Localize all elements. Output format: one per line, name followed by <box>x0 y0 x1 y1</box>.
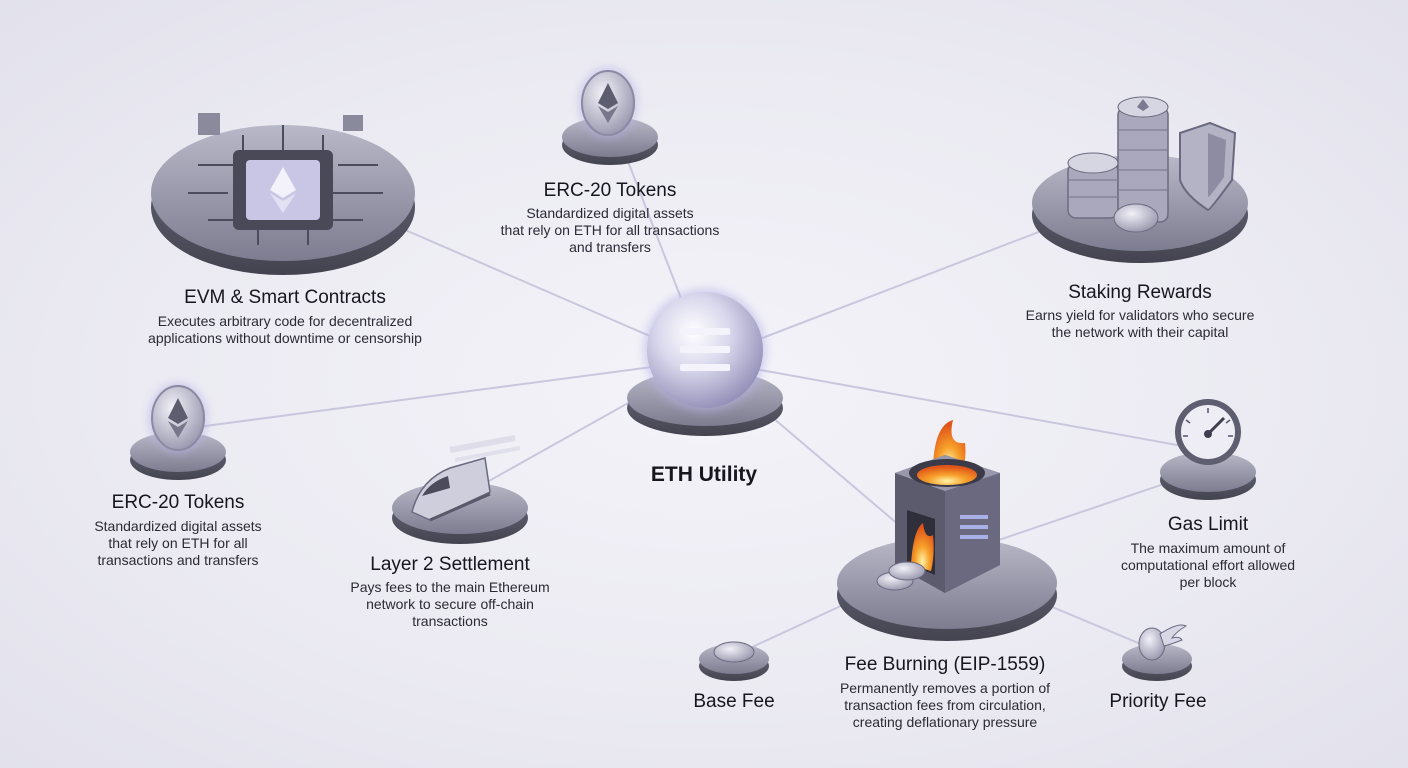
gas-desc: The maximum amount of computational effo… <box>1120 540 1296 590</box>
eth-coin-icon <box>562 67 658 165</box>
eth-orb-icon <box>627 288 783 436</box>
erc20-top-title: ERC-20 Tokens <box>543 180 677 201</box>
staking-title: Staking Rewards <box>1068 282 1212 303</box>
gauge-icon <box>1160 399 1256 500</box>
burn-title: Fee Burning (EIP-1559) <box>844 654 1046 675</box>
center-title: ETH Utility <box>650 463 758 486</box>
coin-stack-shield-icon <box>1032 96 1248 263</box>
layer2-title: Layer 2 Settlement <box>370 554 530 575</box>
burn-desc: Permanently removes a portion of transac… <box>839 680 1051 730</box>
priority-fee-title: Priority Fee <box>1109 691 1207 712</box>
furnace-fire-icon <box>837 420 1057 641</box>
staking-desc: Earns yield for validators who secure th… <box>1025 307 1255 340</box>
gas-title: Gas Limit <box>1167 514 1249 535</box>
erc20-left-desc: Standardized digital assets that rely on… <box>94 518 262 568</box>
base-fee-title: Base Fee <box>693 691 775 712</box>
erc20-top-desc: Standardized digital assets that rely on… <box>500 205 720 255</box>
evm-desc: Executes arbitrary code for decentralize… <box>148 313 422 346</box>
erc20-left-title: ERC-20 Tokens <box>111 492 245 513</box>
evm-title: EVM & Smart Contracts <box>184 287 386 308</box>
plain-coin-icon <box>699 641 769 681</box>
wing-coin-icon <box>1122 624 1192 681</box>
chip-icon <box>151 113 415 275</box>
train-icon <box>392 435 528 544</box>
layer2-desc: Pays fees to the main Ethereum network t… <box>350 579 550 629</box>
eth-coin-icon <box>130 382 226 480</box>
